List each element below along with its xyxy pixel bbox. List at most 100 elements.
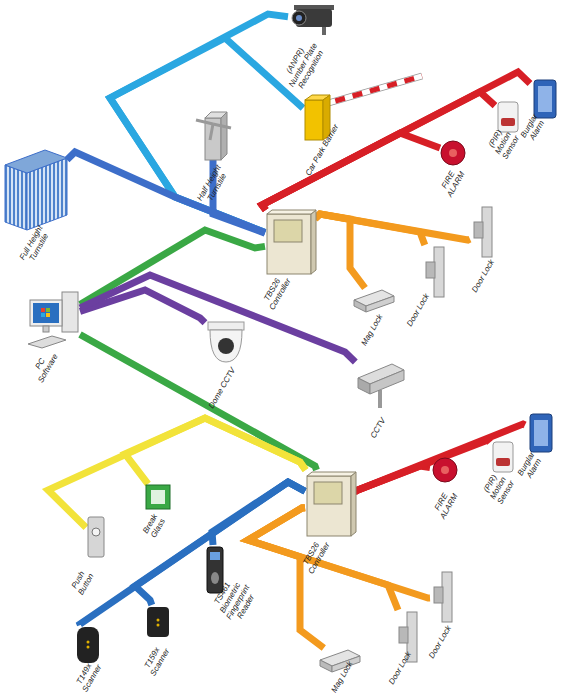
card-scanner-part [147,607,169,637]
door-lock-part [434,587,443,603]
mag-lock-part [354,300,366,312]
door-lock-part [426,262,435,278]
box-camera-part [378,390,382,408]
full-height-turnstile-part [5,150,67,173]
pir-sensor-part [493,442,513,472]
dome-camera-part [210,330,242,362]
device-node: Break Glass [145,484,171,510]
device-label: Full Height Turnstile [15,220,55,271]
device-node: Door Lock [422,245,448,300]
device-node: Burglar Alarm [525,410,557,456]
device-label: Door Lock [402,286,435,334]
controller-cabinet-part [274,220,302,242]
fingerprint-reader-part [211,572,219,584]
device-label: FIRE ALARM [436,164,468,201]
door-lock-part [474,222,483,238]
box-camera-part [370,370,404,394]
controller-cabinet-part [307,472,356,476]
device-label: Break Glass [139,509,170,544]
cable [80,290,205,323]
controller-cabinet-part [267,210,316,214]
device-label: CCTV [367,413,390,443]
device-label: PC Software [25,342,63,389]
device-node: T159x Scanner [145,605,171,639]
device-label: Burglar Alarm [514,447,547,485]
device-label: TS461 Biometric Fingerprint Reader [207,571,261,629]
device-label: (PIR) Motion Sensor [478,467,518,510]
card-scanner-part [77,627,99,663]
device-label: Door Lock [467,252,500,300]
anpr-camera-part [292,11,306,25]
device-label: FIRE ALARM [429,486,461,523]
controller-cabinet-part [351,472,356,536]
pc-computer-part [30,300,62,326]
card-scanner-part [87,641,90,644]
pc-computer-part [41,308,45,312]
cable [262,92,495,210]
fingerprint-reader-part [210,552,220,560]
door-lock [434,572,452,622]
device-node: Push Button [86,515,106,560]
door-lock [474,207,492,257]
dome-camera [208,322,244,362]
box-camera [358,364,404,408]
dome-camera-part [218,338,234,354]
pc-computer-part [33,303,59,323]
device-label: Car Park Barrier [301,117,344,182]
fire-alarm-part [433,458,457,482]
pc-computer-part [43,326,49,332]
device-node: Mag Lock [318,648,364,674]
half-height-turnstile-part [213,124,231,128]
card-scanner-part [157,624,160,627]
full-height-turnstile [5,150,67,230]
device-label: (ANPR) Number Plate Recognition [278,35,328,95]
break-glass [146,485,170,509]
pir-sensor-part [501,118,515,126]
cable [262,72,530,210]
device-node: (PIR) Motion Sensor [490,440,516,476]
card-scanner-part [157,619,160,622]
device-label: Door Lock [385,647,415,690]
pc-computer-part [62,292,78,332]
box-camera-part [358,378,370,394]
device-node: Mag Lock [352,288,396,312]
pir-sensor-part [498,102,518,132]
cable [110,38,303,233]
device-label: Dome CCTV [206,364,239,412]
car-park-barrier [305,76,422,140]
push-button-part [92,528,100,536]
push-button [88,517,104,557]
device-node: Door Lock [470,205,500,260]
anpr-camera-part [322,27,326,35]
half-height-turnstile [196,112,231,160]
device-label: Door Lock [424,618,457,666]
cable [80,275,355,362]
door-lock [426,247,444,297]
cable [262,133,440,210]
car-park-barrier-part [318,76,422,106]
burglar-alarm-part [538,86,552,112]
pc-computer [28,292,78,348]
fire-alarm-part [449,149,457,157]
anpr-camera [292,5,334,35]
pir-sensor [493,442,513,472]
dome-camera-part [208,322,244,330]
mag-lock-part [366,296,394,312]
anpr-camera-part [296,15,302,21]
cable [48,418,306,528]
burglar-alarm-part [530,414,552,452]
burglar-alarm [534,80,556,118]
half-height-turnstile-part [210,124,213,140]
door-lock-part [399,627,408,643]
device-node: TS461 Biometric Fingerprint Reader [205,545,225,595]
pir-sensor-part [496,458,510,466]
controller-cabinet-part [314,482,342,504]
cable [110,14,288,233]
cable [315,214,365,288]
break-glass-part [146,485,170,509]
cable [67,152,265,233]
device-label: T159x Scanner [140,641,173,679]
device-node: TBS26 Controller [265,210,315,275]
